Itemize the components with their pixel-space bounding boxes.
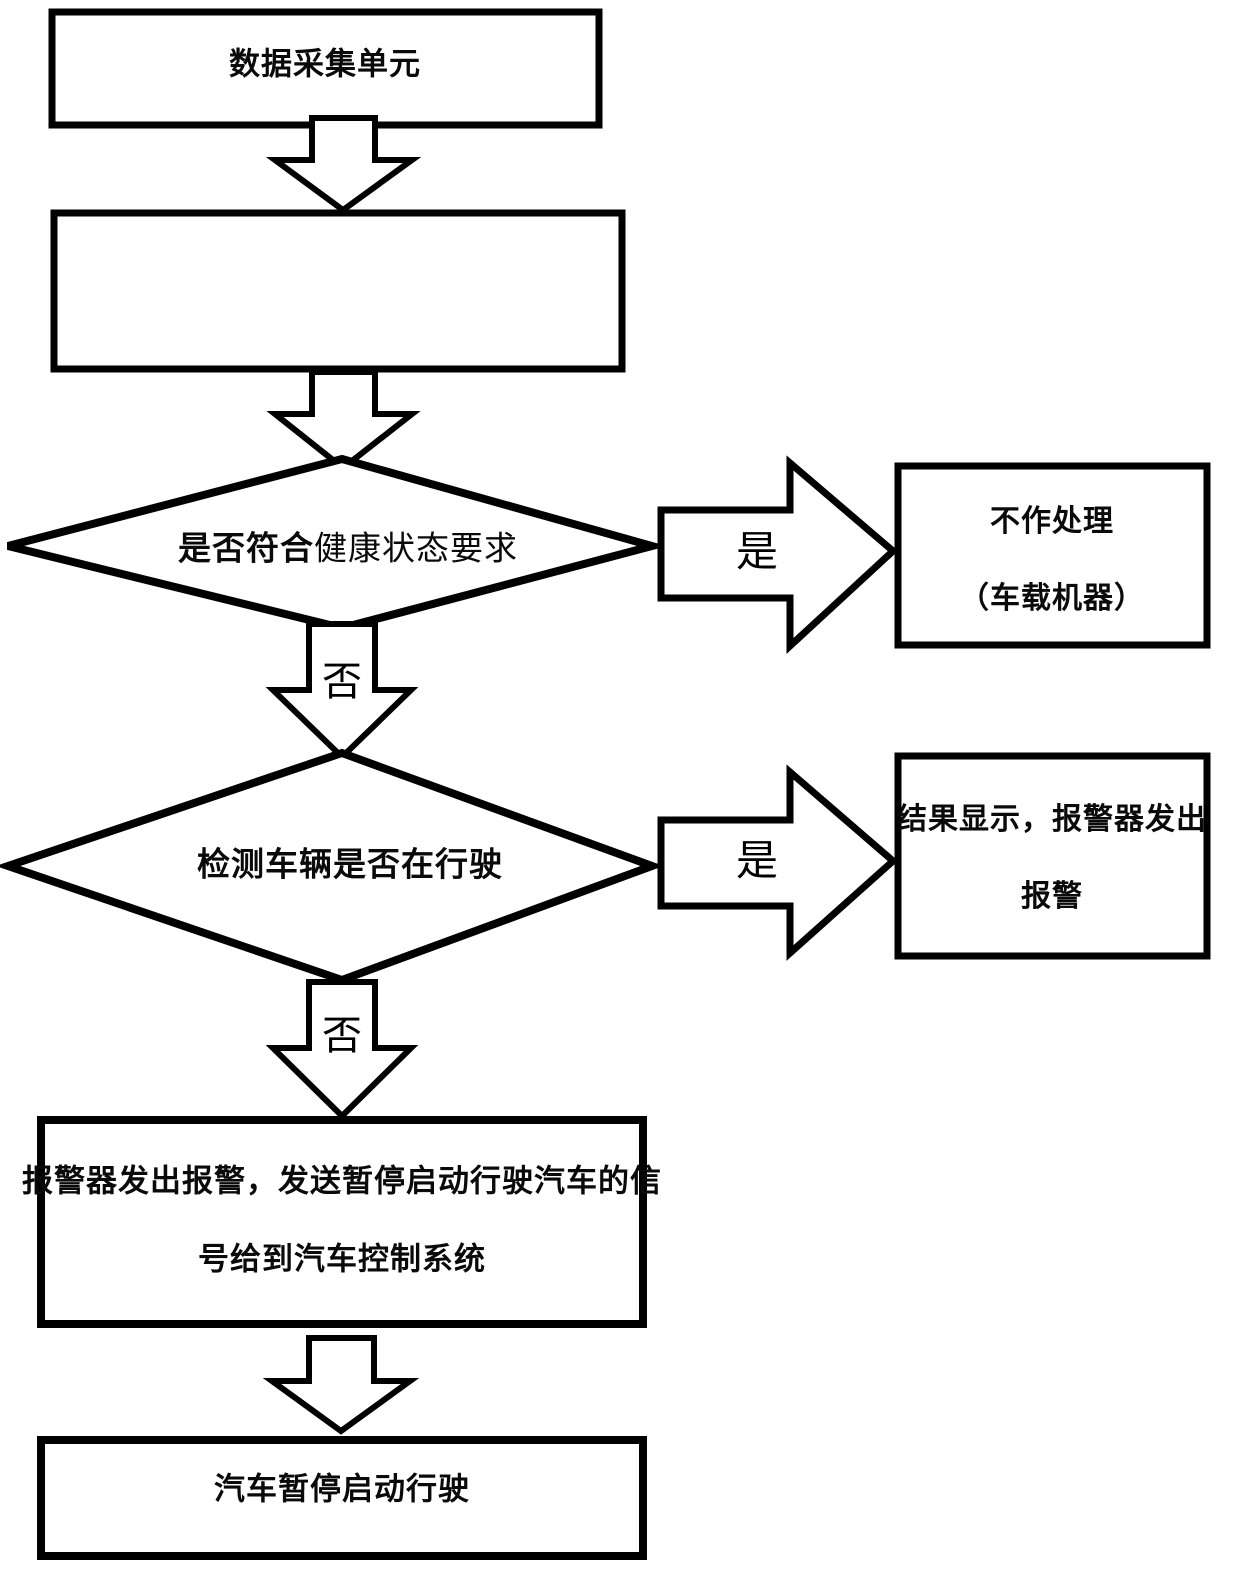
alarm-signal-line2: 号给到汽车控制系统 (198, 1241, 486, 1277)
no-arrow-2 (265, 979, 419, 1121)
yes-arrow-1 (657, 455, 899, 654)
process-box-empty (50, 209, 626, 373)
yes-arrow-2 (657, 764, 899, 961)
down-arrow-1 (265, 115, 422, 214)
no-arrow-1 (265, 621, 419, 762)
decision-health-label-regular: 健康状态要求 (314, 531, 518, 568)
yes-label-2: 是 (735, 839, 779, 885)
down-arrow-2 (266, 369, 421, 472)
start-box-label: 数据采集单元 (229, 46, 421, 82)
decision-driving-label: 检测车辆是否在行驶 (197, 845, 503, 883)
car-pause-label: 汽车暂停启动行驶 (214, 1471, 470, 1507)
end-box-car-pause (37, 1436, 647, 1560)
no-label-1: 否 (322, 659, 362, 704)
result-box-alarm (894, 752, 1211, 960)
no-label-2: 否 (322, 1013, 362, 1058)
start-box (48, 8, 603, 129)
result-box-no-action (894, 462, 1211, 649)
alarm-result-line2: 报警 (1021, 880, 1083, 913)
decision-health-label-bold: 是否符合 (178, 529, 314, 567)
no-action-line1: 不作处理 (990, 505, 1114, 538)
no-action-line2: （车载机器） (959, 582, 1145, 615)
down-arrow-3 (262, 1335, 420, 1435)
yes-label-1: 是 (735, 530, 779, 576)
alarm-result-line1: 结果显示，报警器发出 (897, 803, 1207, 836)
process-box-alarm-signal (37, 1116, 647, 1328)
alarm-signal-line1: 报警器发出报警，发送暂停启动行驶汽车的信 (22, 1163, 662, 1199)
decision-health-label: 是否符合健康状态要求 (178, 532, 518, 567)
